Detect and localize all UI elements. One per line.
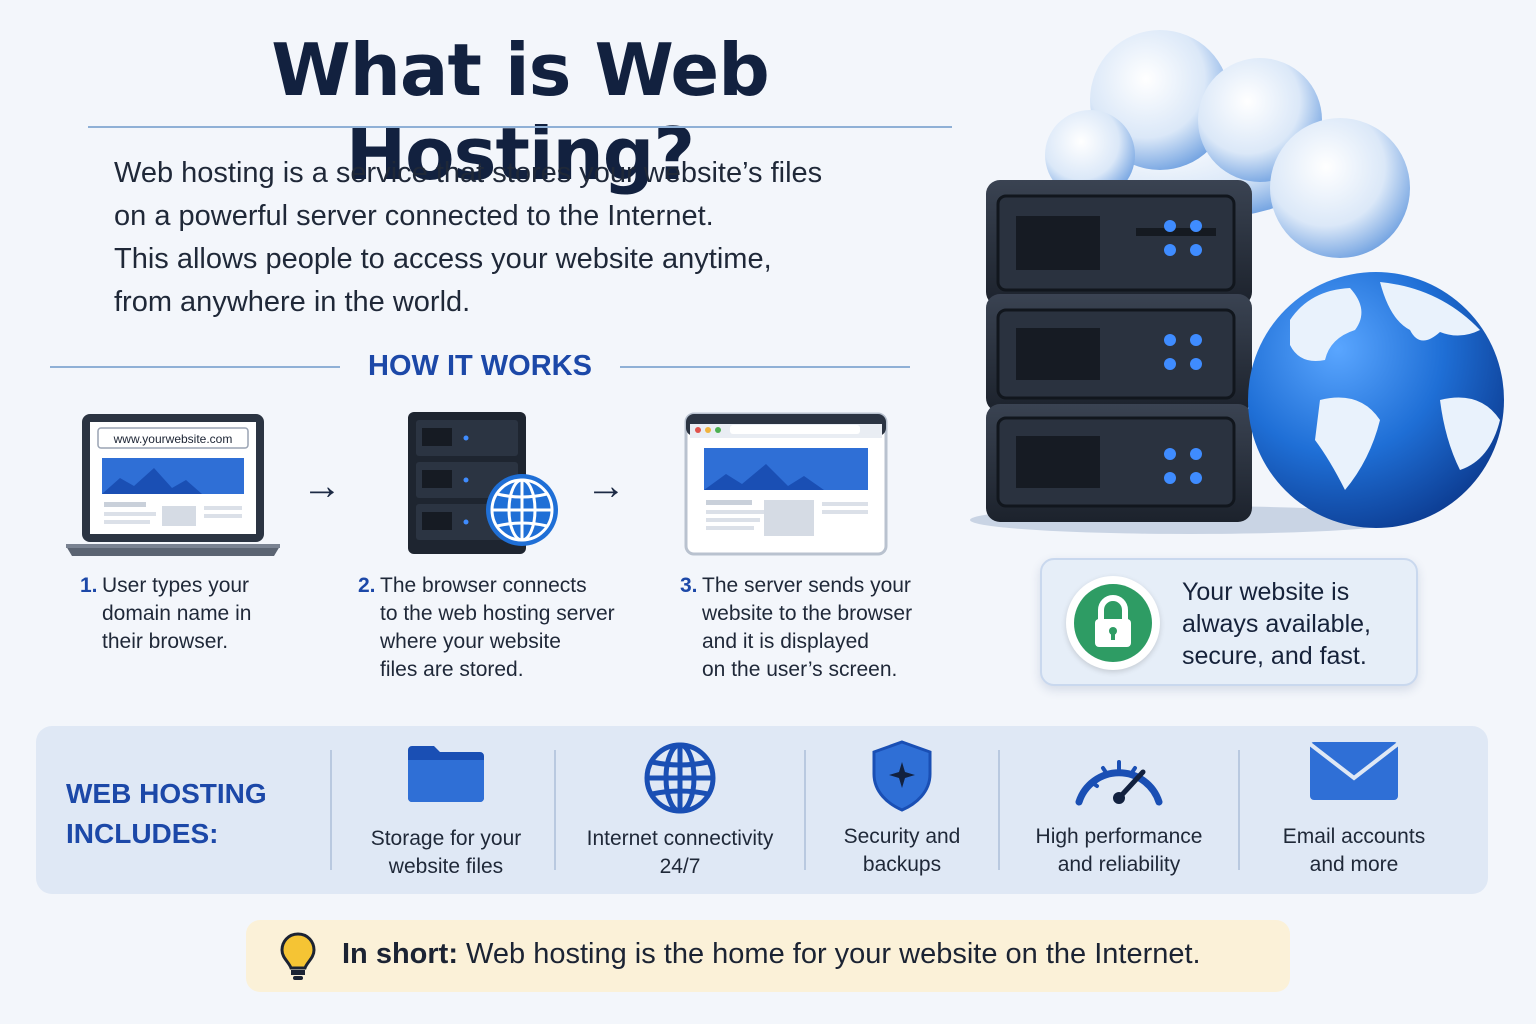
- summary-text: In short: Web hosting is the home for yo…: [342, 938, 1201, 971]
- step-line: files are stored.: [380, 658, 524, 681]
- browser-window-icon: [684, 412, 888, 556]
- step-line: The server sends your: [702, 574, 911, 597]
- header-rule-left: [50, 366, 340, 368]
- include-item-connectivity: Internet connectivity 24/7: [570, 740, 790, 881]
- divider: [804, 750, 806, 870]
- globe-icon: [1248, 272, 1504, 528]
- summary-label: In short:: [342, 938, 458, 970]
- divider: [330, 750, 332, 870]
- arrow-right-icon: →: [586, 464, 626, 508]
- include-label: Internet connectivity: [586, 827, 774, 850]
- how-it-works-header: HOW IT WORKS: [50, 348, 910, 388]
- step-line: where your website: [380, 630, 561, 653]
- includes-heading-line: INCLUDES:: [66, 818, 219, 849]
- intro-line: on a powerful server connected to the In…: [114, 200, 714, 232]
- step-number: 3.: [680, 574, 698, 597]
- step-line: User types your: [102, 574, 250, 597]
- server-stack-icon: [986, 180, 1252, 522]
- promise-line: Your website is: [1182, 578, 1350, 606]
- include-label: Storage for your: [370, 827, 522, 850]
- include-label: backups: [862, 853, 942, 876]
- step-line: their browser.: [102, 630, 229, 653]
- step-2: 2. The browser connects to the web hosti…: [358, 572, 615, 684]
- divider: [1238, 750, 1240, 870]
- step-number: 2.: [358, 574, 376, 597]
- promise-text: Your website is always available, secure…: [1182, 576, 1371, 672]
- step-number: 1.: [80, 574, 98, 597]
- folder-icon: [408, 746, 484, 802]
- includes-heading: WEB HOSTING INCLUDES:: [66, 774, 267, 854]
- arrow-right-icon: →: [302, 464, 342, 508]
- url-bar-text: www.yourwebsite.com: [113, 432, 233, 446]
- server-globe-icon: [404, 408, 564, 558]
- include-label: and reliability: [1057, 853, 1181, 876]
- lock-icon: [1074, 584, 1152, 662]
- summary-body: Web hosting is the home for your website…: [458, 938, 1201, 970]
- include-item-email: Email accounts and more: [1254, 740, 1454, 879]
- includes-heading-line: WEB HOSTING: [66, 778, 267, 809]
- includes-panel: WEB HOSTING INCLUDES: Storage for your w…: [36, 726, 1488, 894]
- intro-line: This allows people to access your websit…: [114, 243, 772, 275]
- globe-icon: [644, 742, 716, 814]
- divider: [554, 750, 556, 870]
- include-label: High performance: [1035, 825, 1203, 848]
- step-1: 1. User types your domain name in their …: [80, 572, 251, 656]
- intro-line: Web hosting is a service that stores you…: [114, 157, 823, 189]
- include-item-performance: High performance and reliability: [1014, 740, 1224, 879]
- promise-card: Your website is always available, secure…: [1040, 558, 1418, 686]
- lock-badge: [1066, 576, 1160, 670]
- include-label: 24/7: [659, 855, 701, 878]
- intro-line: from anywhere in the world.: [114, 286, 471, 318]
- step-line: and it is displayed: [702, 630, 869, 653]
- speedometer-icon: [1075, 760, 1163, 806]
- include-label: Security and: [843, 825, 961, 848]
- lightbulb-icon: [280, 932, 316, 980]
- step-line: website to the browser: [702, 602, 913, 625]
- include-label: website files: [388, 855, 504, 878]
- include-item-storage: Storage for your website files: [346, 740, 546, 881]
- promise-line: always available,: [1182, 610, 1371, 638]
- step-line: domain name in: [102, 602, 252, 625]
- promise-line: secure, and fast.: [1182, 642, 1367, 670]
- include-item-security: Security and backups: [820, 740, 984, 879]
- laptop-icon: www.yourwebsite.com: [62, 410, 284, 560]
- title-divider: [88, 126, 952, 128]
- step-line: to the web hosting server: [380, 602, 615, 625]
- step-line: The browser connects: [380, 574, 587, 597]
- step-line: on the user’s screen.: [702, 658, 898, 681]
- envelope-icon: [1308, 742, 1400, 800]
- summary-banner: In short: Web hosting is the home for yo…: [246, 920, 1290, 992]
- include-label: and more: [1309, 853, 1399, 876]
- how-it-works-heading: HOW IT WORKS: [368, 350, 592, 382]
- header-rule-right: [620, 366, 910, 368]
- step-3: 3. The server sends your website to the …: [680, 572, 912, 684]
- shield-icon: [872, 740, 932, 812]
- intro-paragraph: Web hosting is a service that stores you…: [114, 152, 914, 324]
- hero-illustration: [940, 20, 1520, 540]
- include-label: Email accounts: [1282, 825, 1426, 848]
- divider: [998, 750, 1000, 870]
